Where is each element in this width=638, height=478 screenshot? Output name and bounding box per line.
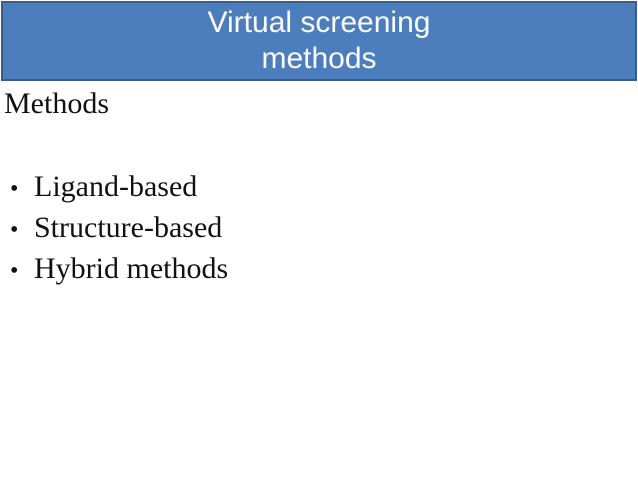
slide-title-line-2: methods xyxy=(261,42,377,75)
bullet-text: Structure-based xyxy=(34,211,223,244)
list-item: • Ligand-based xyxy=(4,166,228,207)
title-banner: Virtual screening methods xyxy=(1,1,637,81)
bullet-text: Ligand-based xyxy=(34,170,198,203)
bullet-icon: • xyxy=(10,176,19,202)
list-item: • Structure-based xyxy=(4,207,228,248)
list-item: • Hybrid methods xyxy=(4,248,228,289)
bullet-icon: • xyxy=(10,258,19,284)
bullet-list: • Ligand-based • Structure-based • Hybri… xyxy=(4,166,228,289)
slide-title-line-1: Virtual screening xyxy=(207,6,431,39)
body-heading: Methods xyxy=(4,87,109,120)
bullet-text: Hybrid methods xyxy=(34,252,229,285)
bullet-icon: • xyxy=(10,217,19,243)
